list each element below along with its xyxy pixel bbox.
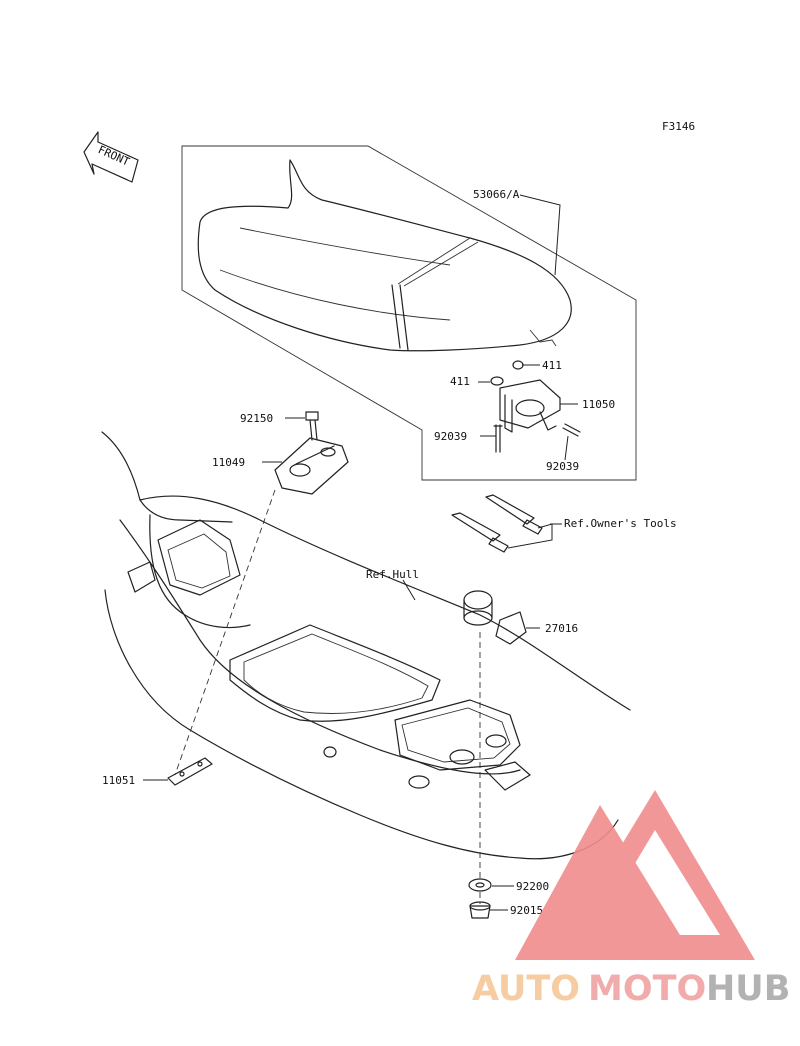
label-washer-b: 411	[450, 375, 470, 388]
watermark-auto: AUTO	[472, 969, 580, 1009]
label-pin-left: 92039	[434, 430, 467, 443]
figure-code: F3146	[662, 120, 695, 133]
label-grommet: 92200	[516, 880, 549, 893]
bolt-and-plate	[274, 411, 349, 495]
seat-latch-bracket	[490, 360, 581, 453]
owners-tools-straps	[451, 494, 543, 553]
label-bolt: 92150	[240, 412, 273, 425]
label-bracket: 11050	[582, 398, 615, 411]
label-owners-tools: Ref.Owner's Tools	[564, 517, 677, 530]
label-strap: 11051	[102, 774, 135, 787]
strap-part	[167, 757, 213, 786]
watermark-moto: MOTO	[588, 969, 706, 1009]
label-clip: 92015	[510, 904, 543, 917]
hull-body	[101, 431, 631, 860]
logo-triangle-icon	[515, 790, 755, 960]
label-seat: 53066/A	[473, 188, 520, 201]
cap-part	[463, 590, 527, 645]
watermark-hub: HUB	[706, 969, 790, 1009]
front-label: FRONT	[96, 143, 132, 168]
automotohub-logo: AUTO MOTO HUB	[472, 790, 790, 1009]
label-plate: 11049	[212, 456, 245, 469]
front-arrow-icon: FRONT	[83, 131, 139, 183]
leader-lines	[143, 194, 578, 911]
seat-frame	[181, 145, 637, 481]
seat-assembly	[197, 159, 572, 352]
alignment-line-plate	[174, 489, 276, 776]
label-hull: Ref.Hull	[366, 568, 419, 581]
label-cap: 27016	[545, 622, 578, 635]
label-pin-right: 92039	[546, 460, 579, 473]
label-washer-a: 411	[542, 359, 562, 372]
grommet-and-clip	[468, 878, 492, 919]
